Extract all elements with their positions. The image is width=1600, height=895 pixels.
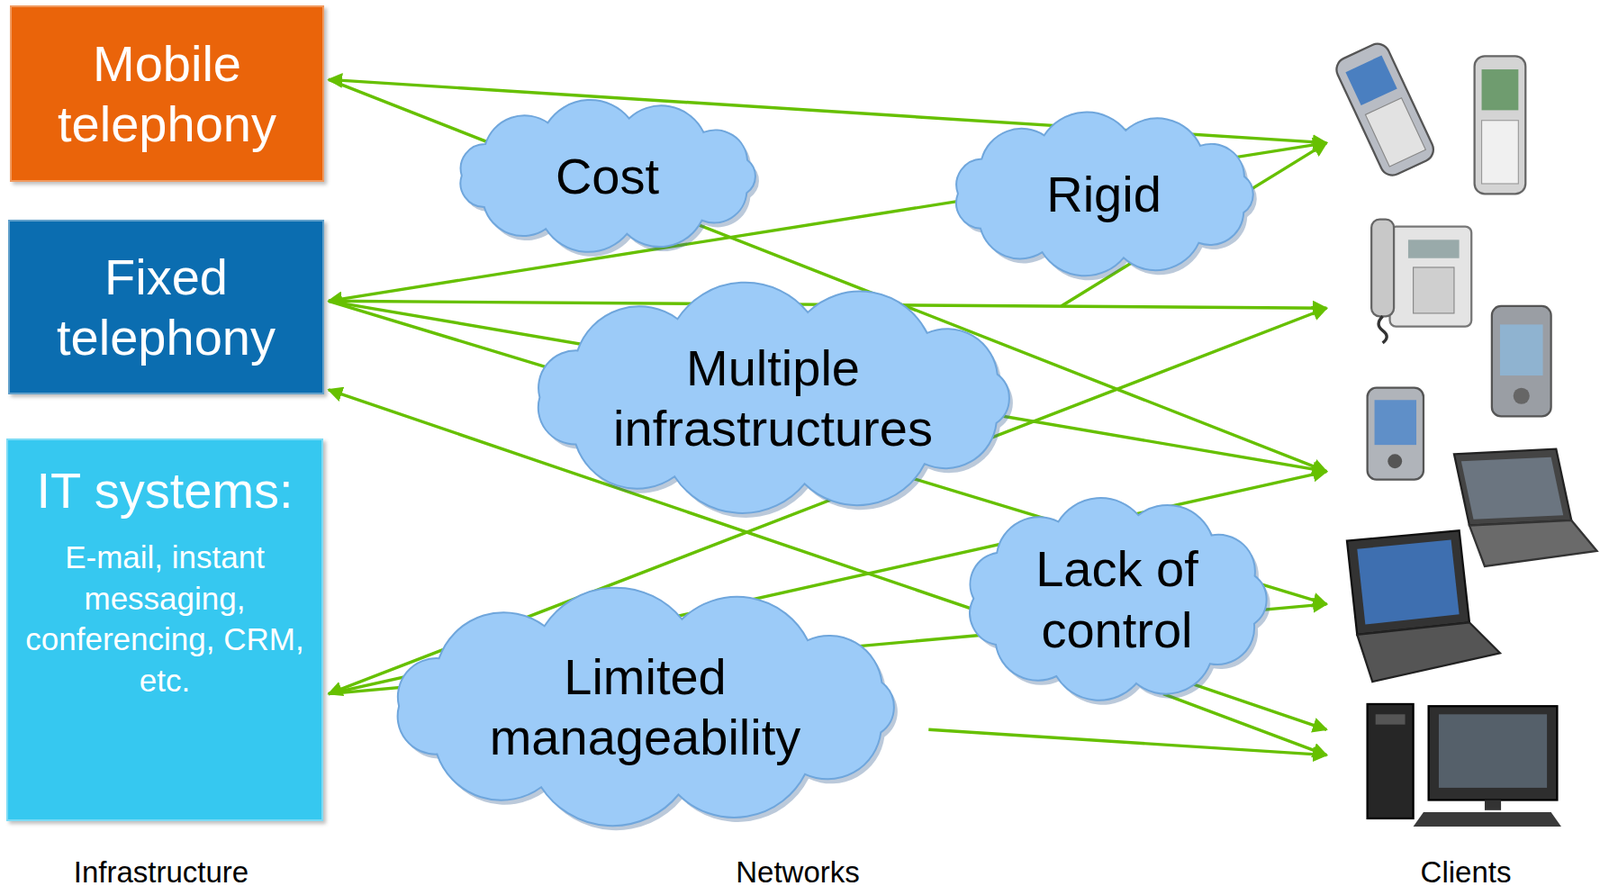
box-title: Fixed telephony bbox=[22, 246, 310, 368]
pda-screen bbox=[1374, 399, 1417, 445]
mobile-phone-icon bbox=[1474, 55, 1527, 194]
pc-keyboard bbox=[1413, 812, 1562, 827]
phone-screen bbox=[1345, 54, 1397, 106]
pda-button bbox=[1387, 453, 1402, 469]
infrastructure-box: Mobile telephony bbox=[9, 5, 325, 182]
cloud-text-area: Lack of control bbox=[997, 538, 1237, 660]
cloud-outline bbox=[969, 497, 1266, 701]
cloud-label: Limited manageability bbox=[440, 646, 851, 768]
cloud-text-area: Rigid bbox=[982, 163, 1226, 225]
phone-screen bbox=[1482, 69, 1519, 110]
cloud-label: Multiple infrastructures bbox=[578, 337, 968, 459]
cloud-text-area: Cost bbox=[486, 145, 730, 207]
phone-keypad bbox=[1413, 267, 1455, 314]
network-cloud: Cost bbox=[433, 97, 781, 255]
network-cloud: Limited manageability bbox=[352, 587, 939, 827]
green-line bbox=[328, 79, 1327, 471]
pda-body bbox=[1491, 306, 1552, 416]
phone-body bbox=[1474, 55, 1527, 194]
pc-display bbox=[1438, 714, 1547, 788]
cloud-outline bbox=[538, 282, 1010, 514]
pda-body bbox=[1367, 388, 1424, 480]
phone-keypad bbox=[1364, 98, 1426, 167]
laptop-icon bbox=[1454, 449, 1598, 567]
pda-button bbox=[1513, 388, 1530, 405]
cloud-label: Lack of control bbox=[997, 538, 1237, 660]
tablet-screen bbox=[1346, 530, 1470, 635]
pda-icon bbox=[1367, 388, 1424, 480]
cloud-outline bbox=[956, 112, 1254, 277]
phone-cord bbox=[1378, 316, 1387, 343]
cloud-text-area: Multiple infrastructures bbox=[578, 337, 968, 459]
cloud-outline bbox=[460, 99, 755, 253]
cloud-label: Cost bbox=[486, 145, 730, 207]
column-label: Clients bbox=[1420, 855, 1512, 890]
tablet-display bbox=[1356, 540, 1459, 625]
box-body: E-mail, instant messaging, conferencing,… bbox=[20, 536, 309, 701]
column-label: Networks bbox=[735, 855, 860, 890]
network-cloud: Lack of control bbox=[946, 484, 1288, 715]
tablet-pc-icon bbox=[1346, 530, 1501, 682]
desk-phone-icon bbox=[1371, 219, 1472, 344]
box-title: Mobile telephony bbox=[24, 33, 310, 154]
infrastructure-box: IT systems: E-mail, instant messaging, co… bbox=[6, 438, 324, 822]
tablet-base bbox=[1356, 622, 1501, 682]
pda-icon bbox=[1491, 306, 1552, 416]
column-label: Infrastructure bbox=[73, 855, 249, 890]
cloud-outline bbox=[397, 587, 895, 826]
mobile-phone-icon bbox=[1332, 39, 1438, 180]
phone-body bbox=[1332, 39, 1438, 180]
cloud-shape bbox=[352, 587, 939, 827]
cloud-label: Rigid bbox=[982, 163, 1226, 225]
pda-screen bbox=[1500, 324, 1544, 376]
phone-keypad bbox=[1482, 120, 1519, 184]
desktop-pc-icon bbox=[1367, 704, 1562, 827]
box-title: IT systems: bbox=[20, 460, 309, 521]
phone-base bbox=[1390, 226, 1473, 327]
laptop-base bbox=[1469, 520, 1598, 567]
pc-tower bbox=[1367, 704, 1414, 819]
cloud-shape bbox=[495, 280, 1051, 516]
pc-stand bbox=[1484, 800, 1501, 811]
network-cloud: Multiple infrastructures bbox=[495, 280, 1051, 516]
pc-drive bbox=[1375, 714, 1406, 724]
laptop-screen bbox=[1454, 449, 1572, 526]
cloud-shape bbox=[946, 484, 1288, 715]
laptop-display bbox=[1461, 457, 1564, 520]
pc-monitor bbox=[1428, 705, 1558, 800]
phone-handset bbox=[1371, 219, 1394, 317]
green-line bbox=[1163, 694, 1327, 756]
network-cloud: Rigid bbox=[930, 107, 1278, 281]
infrastructure-box: Fixed telephony bbox=[8, 219, 325, 395]
phone-display bbox=[1408, 239, 1460, 258]
cloud-text-area: Limited manageability bbox=[440, 646, 851, 768]
